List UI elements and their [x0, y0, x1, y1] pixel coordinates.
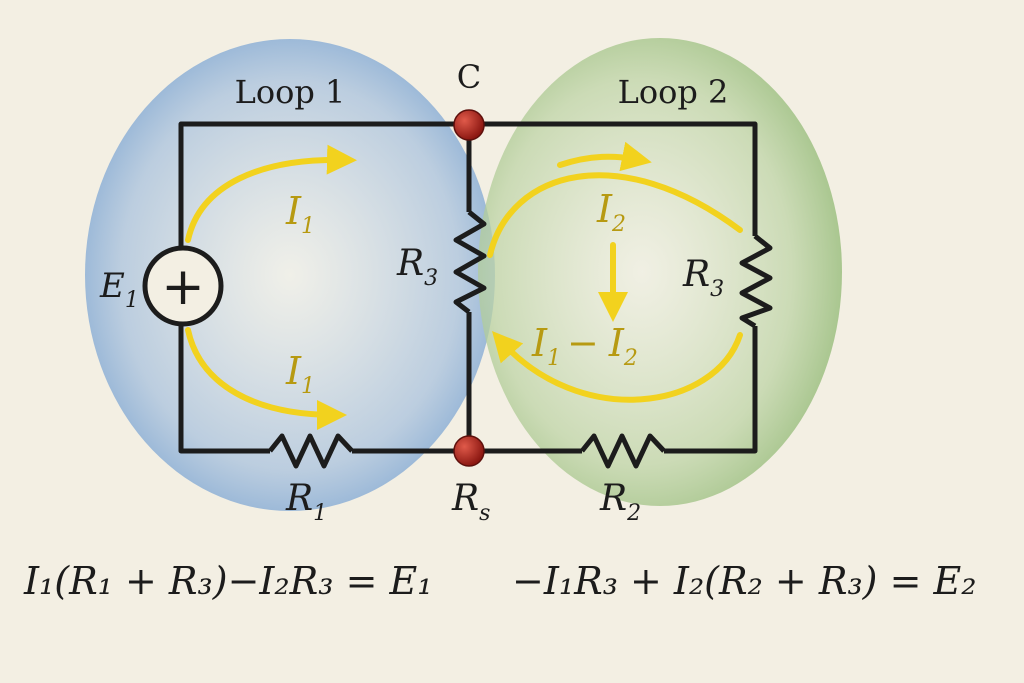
current-loop1-top-label: I1 [285, 189, 315, 239]
arrow-loop2-top [487, 172, 743, 258]
current-arrows [185, 141, 743, 430]
r3-middle-label: R3 [396, 243, 438, 291]
equation-loop1: I₁(R₁ + R₃)−I₂R₃ = E₁ [23, 559, 432, 603]
source-label: E1 [99, 266, 139, 313]
node-bottom-label: Rs [451, 478, 490, 526]
node-c-label: C [457, 58, 481, 96]
loop1-region [85, 39, 495, 511]
r2-label: R2 [599, 478, 641, 526]
r3-right-label: R3 [682, 254, 724, 302]
arrow-loop2-bottom [492, 331, 743, 403]
source-plus-icon: + [161, 257, 205, 317]
resistor-r3-right [739, 234, 773, 329]
equation-loop2: −I₁R₃ + I₂(R₂ + R₃) = E₂ [512, 559, 976, 603]
r1-label: R1 [285, 478, 327, 526]
resistors [268, 210, 773, 469]
resistor-r1 [268, 433, 354, 469]
node-bottom [453, 435, 485, 467]
wire-left-bottom [178, 325, 270, 454]
current-branch-label: I1−I2 [531, 321, 638, 371]
current-loop2-label: I2 [596, 187, 626, 237]
loop1-label: Loop 1 [235, 73, 346, 111]
arrow-loop2-top-head [557, 141, 652, 172]
resistor-r3-middle [453, 210, 487, 314]
arrow-loop1-top [185, 144, 357, 243]
node-c [453, 109, 485, 141]
wire-bottom-right [664, 326, 758, 454]
arrow-loop1-bottom [185, 327, 347, 430]
loop2-label: Loop 2 [618, 73, 729, 111]
resistor-r2 [580, 433, 666, 469]
current-loop1-bottom-label: I1 [285, 349, 315, 399]
voltage-source-e1: + [142, 245, 224, 327]
